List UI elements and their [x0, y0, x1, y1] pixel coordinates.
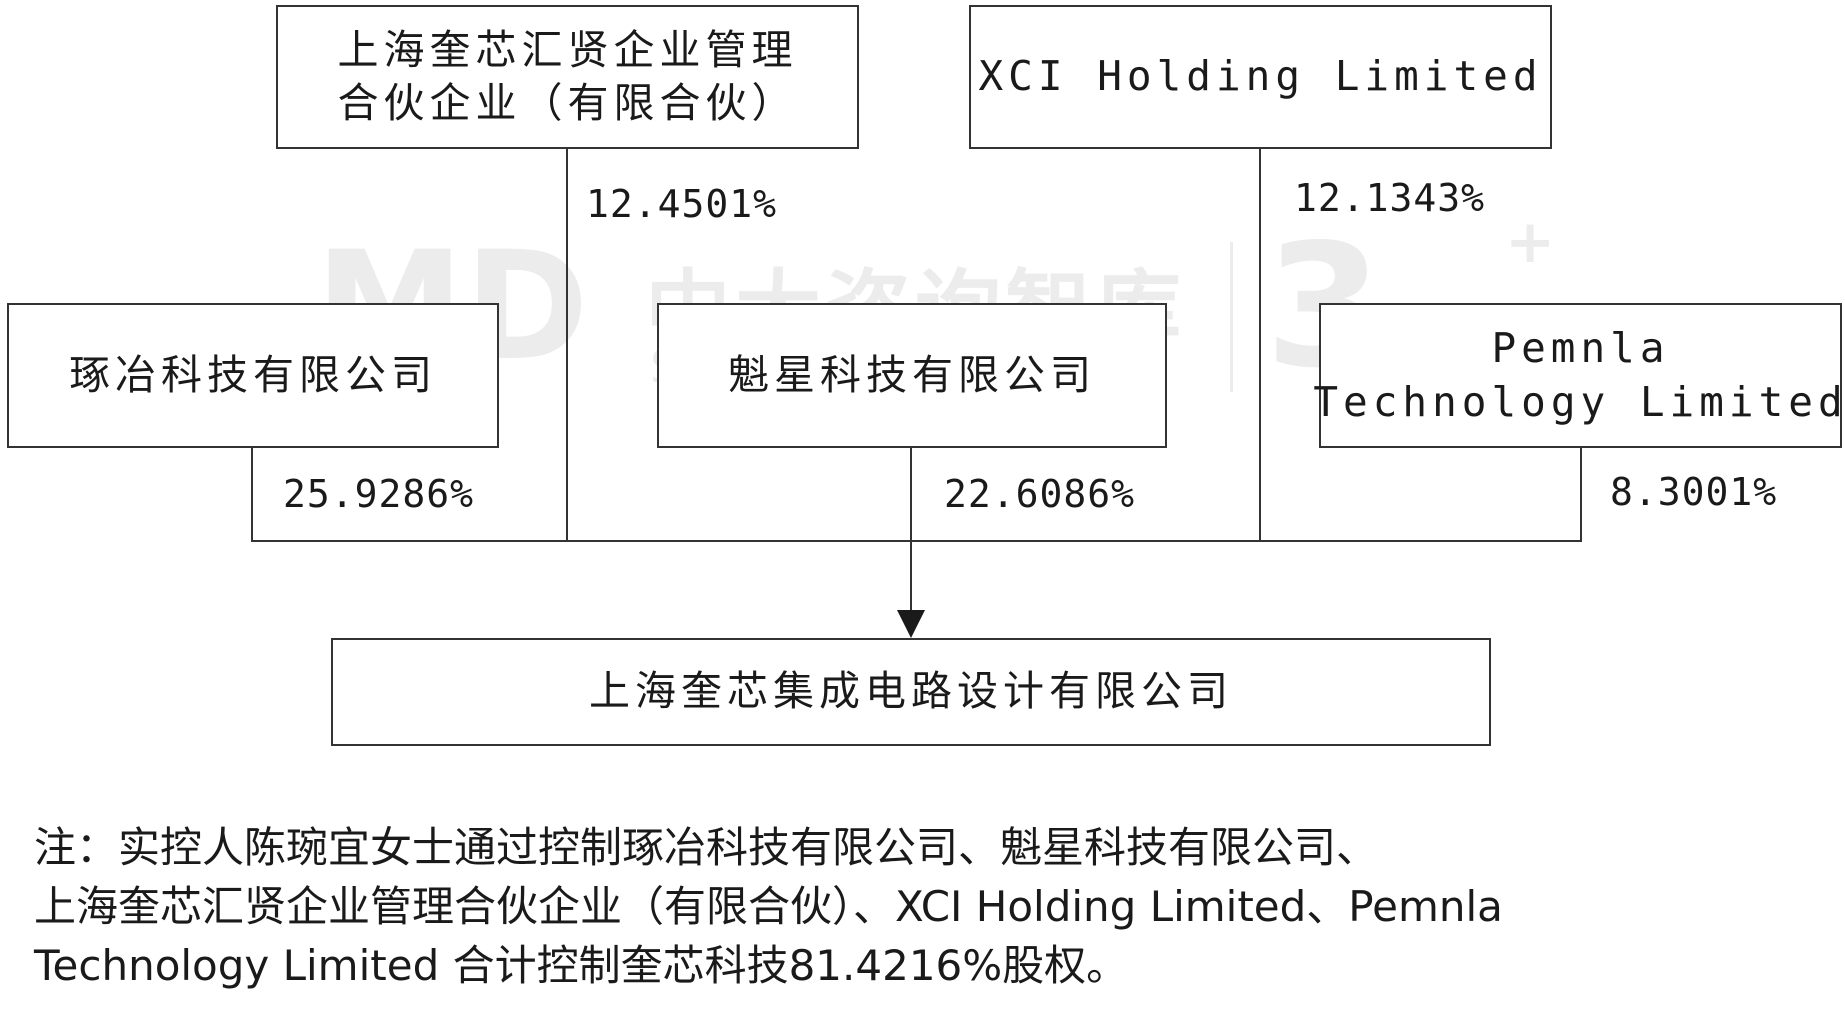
shareholder-name-line: 琢冶科技有限公司	[69, 350, 437, 399]
shareholder-name-line: 魁星科技有限公司	[728, 350, 1096, 399]
connector-kuixin-huixian	[566, 148, 568, 540]
percent-kuixing: 22.6086%	[944, 472, 1136, 516]
watermark-plus: +	[1505, 207, 1556, 277]
shareholder-name-line: Technology Limited	[1313, 377, 1845, 426]
shareholder-box-kuixing: 魁星科技有限公司	[657, 303, 1167, 448]
connector-arrow-stem	[910, 540, 912, 612]
percent-kuixin-huixian: 12.4501%	[586, 182, 778, 226]
watermark-divider	[1230, 242, 1233, 392]
percent-xci: 12.1343%	[1294, 176, 1486, 220]
connector-xci	[1259, 148, 1261, 540]
percent-pemnla: 8.3001%	[1610, 470, 1778, 514]
shareholder-name-line: 上海奎芯汇贤企业管理	[337, 25, 798, 74]
shareholder-box-kuixin-huixian: 上海奎芯汇贤企业管理 合伙企业（有限合伙）	[276, 5, 859, 149]
shareholder-box-zhuoye: 琢冶科技有限公司	[7, 303, 499, 448]
shareholder-name-line: 合伙企业（有限合伙）	[337, 79, 798, 127]
connector-pemnla	[1580, 448, 1582, 542]
target-company-box: 上海奎芯集成电路设计有限公司	[331, 638, 1491, 746]
shareholder-box-xci: XCI Holding Limited	[969, 5, 1552, 149]
percent-zhuoye: 25.9286%	[283, 472, 475, 516]
footnote-line: 上海奎芯汇贤企业管理合伙企业（有限合伙）、XCI Holding Limited…	[34, 882, 1503, 931]
arrow-head-icon	[897, 610, 925, 638]
connector-zhuoye	[251, 448, 253, 542]
shareholder-name-line: XCI Holding Limited	[978, 52, 1543, 101]
footnote-line: 注：实控人陈琬宜女士通过控制琢冶科技有限公司、魁星科技有限公司、	[34, 823, 1379, 872]
target-company-name: 上海奎芯集成电路设计有限公司	[589, 667, 1233, 716]
connector-kuixing	[910, 448, 912, 540]
connector-bus	[251, 540, 1582, 542]
footnote-line: Technology Limited 合计控制奎芯科技81.4216%股权。	[34, 941, 1129, 990]
shareholder-box-pemnla: Pemnla Technology Limited	[1313, 303, 1843, 448]
shareholder-name-line: Pemnla	[1491, 324, 1670, 373]
footnote: 注：实控人陈琬宜女士通过控制琢冶科技有限公司、魁星科技有限公司、 上海奎芯汇贤企…	[34, 818, 1824, 995]
